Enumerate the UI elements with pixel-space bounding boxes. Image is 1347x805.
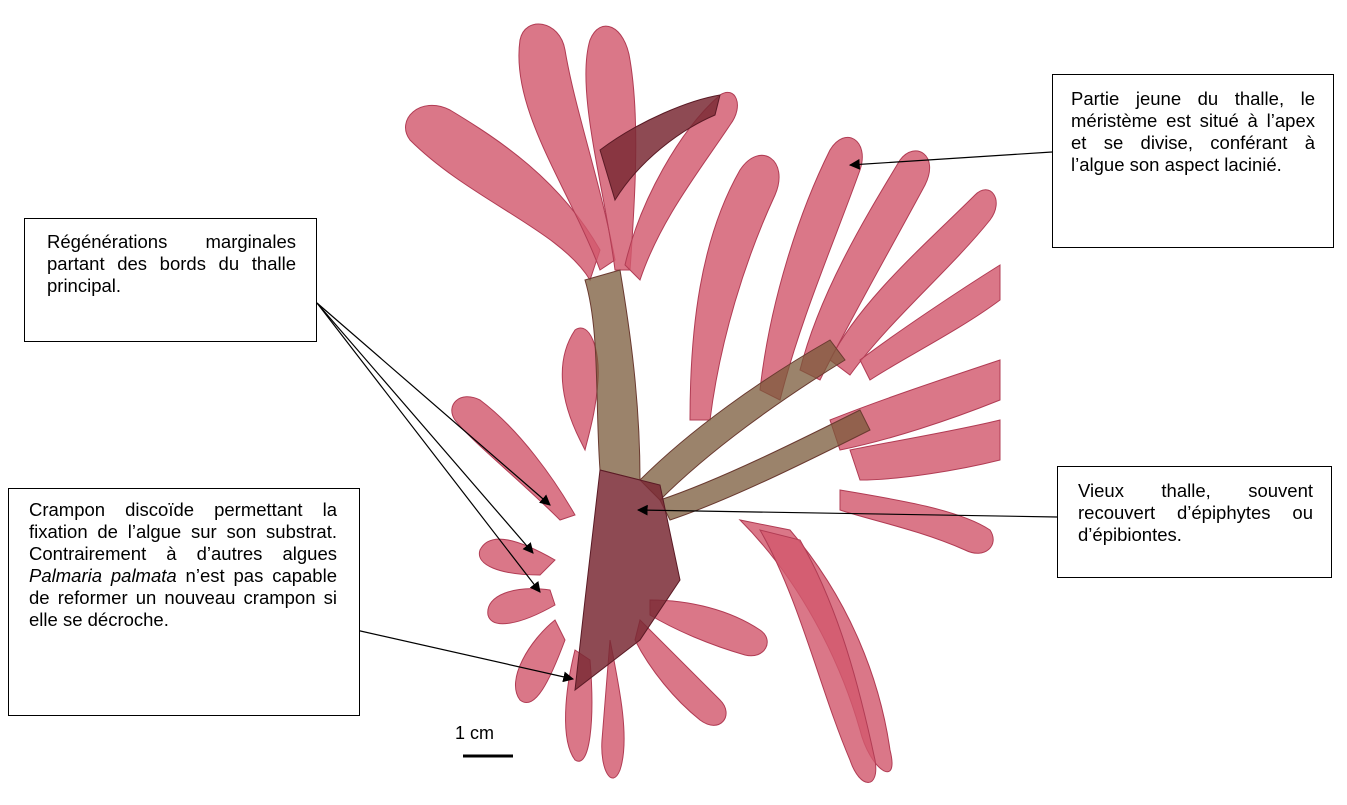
callout-old-thallus-text: Vieux thalle, souvent recouvert d’épiphy… xyxy=(1078,480,1313,546)
holdfast-text-part1: Crampon discoïde permettant la fixation … xyxy=(29,499,337,564)
callout-regenerations-text: Régénérations marginales partant des bor… xyxy=(47,231,296,297)
arrow-young xyxy=(850,152,1052,165)
scale-bar-label: 1 cm xyxy=(455,723,494,744)
callout-holdfast: Crampon discoïde permettant la fixation … xyxy=(8,488,360,716)
callout-holdfast-text: Crampon discoïde permettant la fixation … xyxy=(29,499,337,631)
arrow-regen-1 xyxy=(317,303,550,505)
palmaria-palmata-drawing xyxy=(406,24,1000,783)
callout-regenerations: Régénérations marginales partant des bor… xyxy=(24,218,317,342)
callout-young-thallus: Partie jeune du thalle, le méristème est… xyxy=(1052,74,1334,248)
callout-young-thallus-text: Partie jeune du thalle, le méristème est… xyxy=(1071,88,1315,176)
holdfast-species-name: Palmaria palmata xyxy=(29,565,177,586)
callout-old-thallus: Vieux thalle, souvent recouvert d’épiphy… xyxy=(1057,466,1332,578)
